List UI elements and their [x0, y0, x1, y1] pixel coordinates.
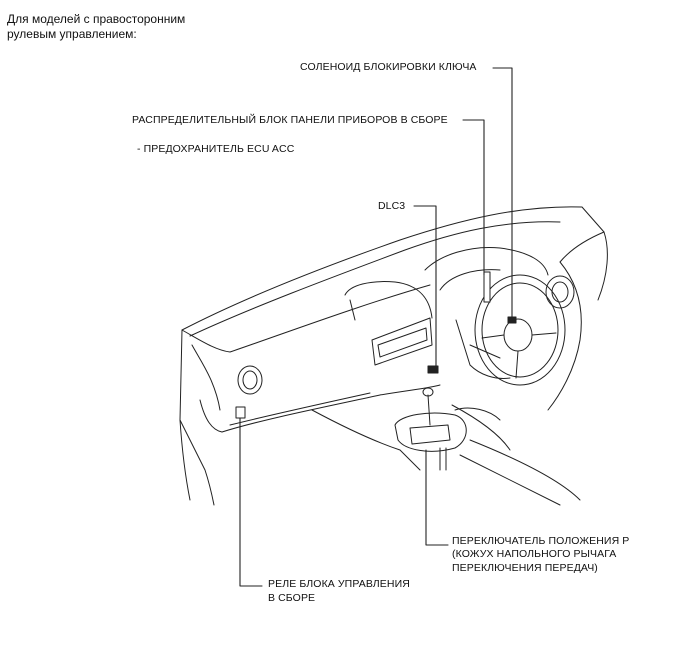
header-line-2: рулевым управлением: — [7, 27, 137, 41]
dash-upper-edge — [189, 221, 561, 337]
dlc3-connector — [427, 365, 439, 374]
right-vent — [545, 275, 575, 309]
steering-wheel — [474, 274, 566, 386]
header-line-1: Для моделей с правосторонним — [7, 12, 186, 26]
label-instrument-jb: РАСПРЕДЕЛИТЕЛЬНЫЙ БЛОК ПАНЕЛИ ПРИБОРОВ В… — [132, 114, 448, 126]
label-relay-2: В СБОРЕ — [268, 592, 316, 604]
left-vent — [237, 365, 263, 395]
relay-box — [235, 406, 246, 419]
instrument-jb — [483, 271, 491, 303]
leader-key-solenoid — [492, 67, 513, 321]
label-p-switch-3: ПЕРЕКЛЮЧЕНИЯ ПЕРЕДАЧ) — [452, 562, 598, 574]
shifter-boot — [394, 412, 467, 452]
leader-p-switch — [425, 449, 449, 546]
center-panel — [371, 317, 433, 366]
steering-hub — [503, 318, 533, 352]
dash-top-outline — [181, 206, 605, 331]
label-p-switch-2: (КОЖУХ НАПОЛЬНОГО РЫЧАГА — [452, 548, 617, 560]
label-relay-1: РЕЛЕ БЛОКА УПРАВЛЕНИЯ — [268, 578, 410, 590]
label-p-switch-1: ПЕРЕКЛЮЧАТЕЛЬ ПОЛОЖЕНИЯ P — [452, 535, 630, 547]
label-key-solenoid: СОЛЕНОИД БЛОКИРОВКИ КЛЮЧА — [300, 61, 477, 73]
label-fuse: - ПРЕДОХРАНИТЕЛЬ ECU ACC — [137, 143, 295, 155]
cluster-hood — [424, 246, 549, 276]
dash-front-curve — [181, 284, 431, 353]
leader-relay — [239, 417, 263, 587]
leader-instrument-jb — [462, 119, 485, 276]
dash-lower-edge — [221, 384, 441, 433]
leader-dlc3 — [413, 205, 437, 369]
dash-left-end — [179, 329, 191, 501]
console-left — [311, 409, 421, 471]
label-dlc3: DLC3 — [378, 200, 406, 212]
